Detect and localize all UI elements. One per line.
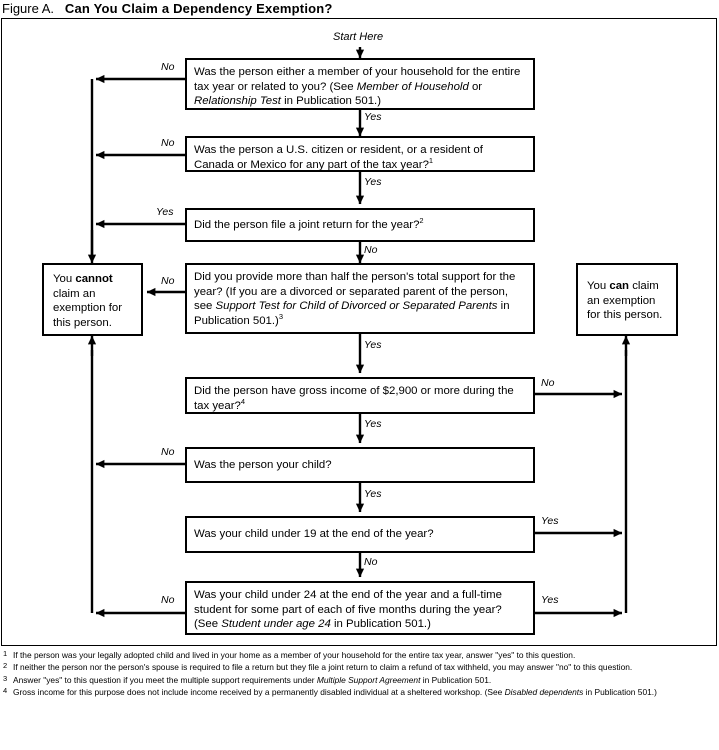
- decision-box-q4[interactable]: Did you provide more than half the perso…: [185, 263, 535, 334]
- footnote-3-marker: 3: [3, 673, 8, 683]
- edge-label-q8-no: No: [161, 594, 175, 606]
- footnote-2: 2 If neither the person nor the person's…: [2, 661, 717, 673]
- q8-text: Was your child under 24 at the end of th…: [194, 589, 502, 631]
- edge-label-q6-no: No: [161, 446, 175, 458]
- cannot-claim-text: You cannot claim an exemption for this p…: [53, 273, 123, 329]
- edge-label-q3-no: No: [364, 244, 378, 256]
- edge-label-q7-yes: Yes: [541, 515, 559, 527]
- q3-text: Did the person file a joint return for t…: [194, 216, 424, 231]
- q6-text: Was the person your child?: [194, 459, 332, 471]
- edge-label-q5-yes: Yes: [364, 418, 382, 430]
- footnote-3-italic: Multiple Support Agreement: [316, 674, 421, 685]
- footnote-1: 1 If the person was your legally adopted…: [2, 649, 717, 661]
- footnote-2-text: If neither the person nor the person's s…: [13, 662, 633, 673]
- edge-label-q4-yes: Yes: [364, 339, 382, 351]
- edge-label-q3-yes: Yes: [156, 206, 174, 218]
- decision-box-q3[interactable]: Did the person file a joint return for t…: [185, 208, 535, 242]
- diagram-frame: [1, 18, 717, 646]
- figure-label: Figure A.: [2, 1, 55, 16]
- edge-label-q7-no: No: [364, 556, 378, 568]
- decision-box-q5[interactable]: Did the person have gross income of $2,9…: [185, 377, 535, 414]
- figure-title-text: Can You Claim a Dependency Exemption?: [64, 1, 333, 16]
- q5-text: Did the person have gross income of $2,9…: [194, 385, 514, 412]
- footnote-4: 4 Gross income for this purpose does not…: [2, 686, 717, 698]
- page-title: Figure A. Can You Claim a Dependency Exe…: [2, 0, 333, 18]
- footnote-3: 3 Answer "yes" to this question if you m…: [2, 673, 717, 686]
- decision-box-q1[interactable]: Was the person either a member of your h…: [185, 58, 535, 110]
- edge-label-q6-yes: Yes: [364, 488, 382, 500]
- edge-label-q2-no: No: [161, 137, 175, 149]
- edge-label-q4-no: No: [161, 275, 175, 287]
- decision-box-q8[interactable]: Was your child under 24 at the end of th…: [185, 581, 535, 635]
- outcome-box-cannot-claim[interactable]: You cannot claim an exemption for this p…: [42, 263, 143, 336]
- q7-text: Was your child under 19 at the end of th…: [194, 528, 434, 540]
- edge-label-q5-no: No: [541, 377, 555, 389]
- decision-box-q2[interactable]: Was the person a U.S. citizen or residen…: [185, 136, 535, 172]
- decision-box-q7[interactable]: Was your child under 19 at the end of th…: [185, 516, 535, 553]
- start-here-label: Start Here: [333, 31, 384, 43]
- edge-label-q8-yes: Yes: [541, 594, 559, 606]
- footnote-1-marker: 1: [3, 649, 8, 658]
- footnote-1-text: If the person was your legally adopted c…: [13, 650, 576, 660]
- q1-text: Was the person either a member of your h…: [194, 66, 521, 108]
- edge-label-q1-no: No: [161, 61, 175, 73]
- can-claim-text: You can claim an exemption for this pers…: [587, 280, 663, 322]
- footnote-4-marker: 4: [3, 686, 8, 696]
- footnotes: 1 If the person was your legally adopted…: [2, 649, 717, 700]
- edge-label-q2-yes: Yes: [364, 176, 382, 188]
- footnote-4-post: in Publication 501.): [583, 687, 657, 698]
- footnote-4-pre: Gross income for this purpose does not i…: [13, 687, 505, 698]
- decision-box-q6[interactable]: Was the person your child?: [185, 447, 535, 483]
- edge-label-q1-yes: Yes: [364, 111, 382, 123]
- footnote-3-pre: Answer "yes" to this question if you mee…: [13, 674, 317, 685]
- footnote-2-marker: 2: [3, 661, 8, 671]
- outcome-box-can-claim[interactable]: You can claim an exemption for this pers…: [576, 263, 678, 336]
- footnote-3-post: in Publication 501.: [420, 674, 492, 685]
- footnote-4-italic: Disabled dependents: [504, 687, 584, 698]
- q2-text: Was the person a U.S. citizen or residen…: [194, 144, 483, 171]
- q4-text: Did you provide more than half the perso…: [194, 271, 516, 327]
